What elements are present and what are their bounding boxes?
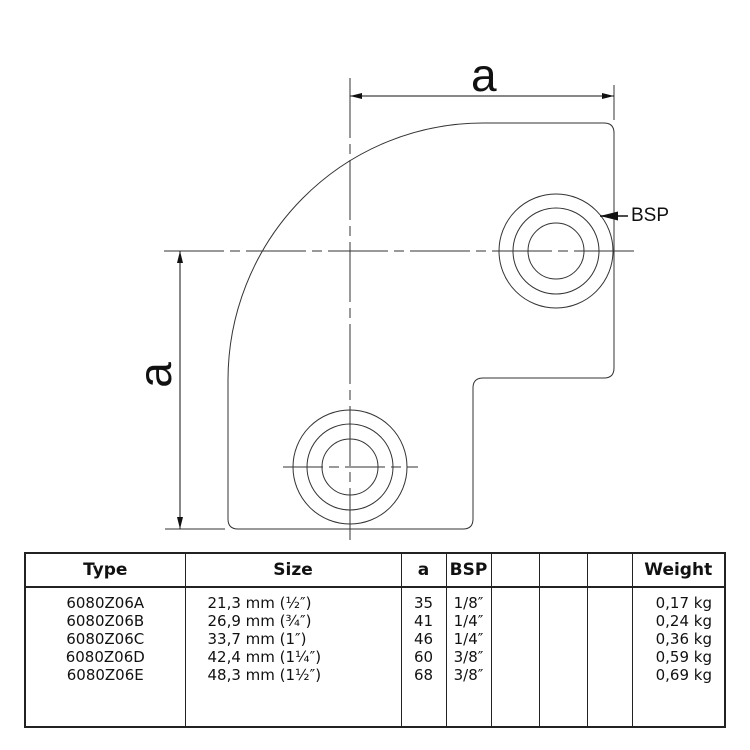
cell-bsp: 1/8″ — [453, 594, 484, 612]
empty-column — [490, 587, 539, 727]
cell-weight: 0,17 kg — [655, 594, 712, 612]
a-column: 35 41 46 60 68 — [400, 587, 446, 727]
elbow-fitting-drawing — [164, 78, 640, 540]
cell-size: 26,9 mm (¾″) — [207, 612, 312, 630]
left-dimension-label: a — [128, 362, 181, 388]
cell-size: 21,3 mm (½″) — [207, 594, 312, 612]
weight-column: 0,17 kg 0,24 kg 0,36 kg 0,59 kg 0,69 kg — [631, 587, 725, 727]
cell-weight: 0,59 kg — [655, 648, 712, 666]
header-empty — [586, 553, 632, 588]
cell-a: 41 — [413, 612, 434, 630]
cell-bsp: 1/4″ — [453, 630, 484, 648]
cell-weight: 0,24 kg — [655, 612, 712, 630]
header-type: Type — [25, 553, 185, 588]
cell-bsp: 1/4″ — [453, 612, 484, 630]
bsp-callout-label: BSP — [631, 205, 670, 226]
cell-weight: 0,36 kg — [655, 630, 712, 648]
cell-type: 6080Z06B — [66, 612, 145, 630]
cell-type: 6080Z06D — [65, 648, 145, 666]
table-header-row: Type Size a BSP Weight — [25, 553, 725, 588]
bsp-column: 1/8″ 1/4″ 1/4″ 3/8″ 3/8″ — [445, 587, 491, 727]
cell-a: 46 — [413, 630, 434, 648]
header-empty — [538, 553, 587, 588]
cell-bsp: 3/8″ — [453, 666, 484, 684]
specification-table: Type Size a BSP Weight 6080Z06A 6080Z06B… — [24, 552, 726, 728]
table-body: 6080Z06A 6080Z06B 6080Z06C 6080Z06D 6080… — [25, 587, 725, 727]
header-a: a — [400, 553, 446, 588]
cell-size: 42,4 mm (1¼″) — [207, 648, 322, 666]
header-bsp: BSP — [445, 553, 491, 588]
empty-column — [586, 587, 632, 727]
cell-a: 68 — [413, 666, 434, 684]
size-column: 21,3 mm (½″) 26,9 mm (¾″) 33,7 mm (1″) 4… — [184, 587, 401, 727]
cell-type: 6080Z06C — [66, 630, 145, 648]
header-size: Size — [184, 553, 401, 588]
cell-size: 33,7 mm (1″) — [207, 630, 307, 648]
cell-type: 6080Z06A — [66, 594, 145, 612]
cell-a: 60 — [413, 648, 434, 666]
cell-bsp: 3/8″ — [453, 648, 484, 666]
fitting-outline — [227, 122, 615, 530]
cell-type: 6080Z06E — [66, 666, 144, 684]
cell-size: 48,3 mm (1½″) — [207, 666, 322, 684]
top-dimension-label: a — [471, 49, 497, 101]
type-column: 6080Z06A 6080Z06B 6080Z06C 6080Z06D 6080… — [25, 587, 185, 727]
header-weight: Weight — [631, 553, 725, 588]
empty-column — [538, 587, 587, 727]
cell-a: 35 — [413, 594, 434, 612]
cell-weight: 0,69 kg — [655, 666, 712, 684]
header-empty — [490, 553, 539, 588]
